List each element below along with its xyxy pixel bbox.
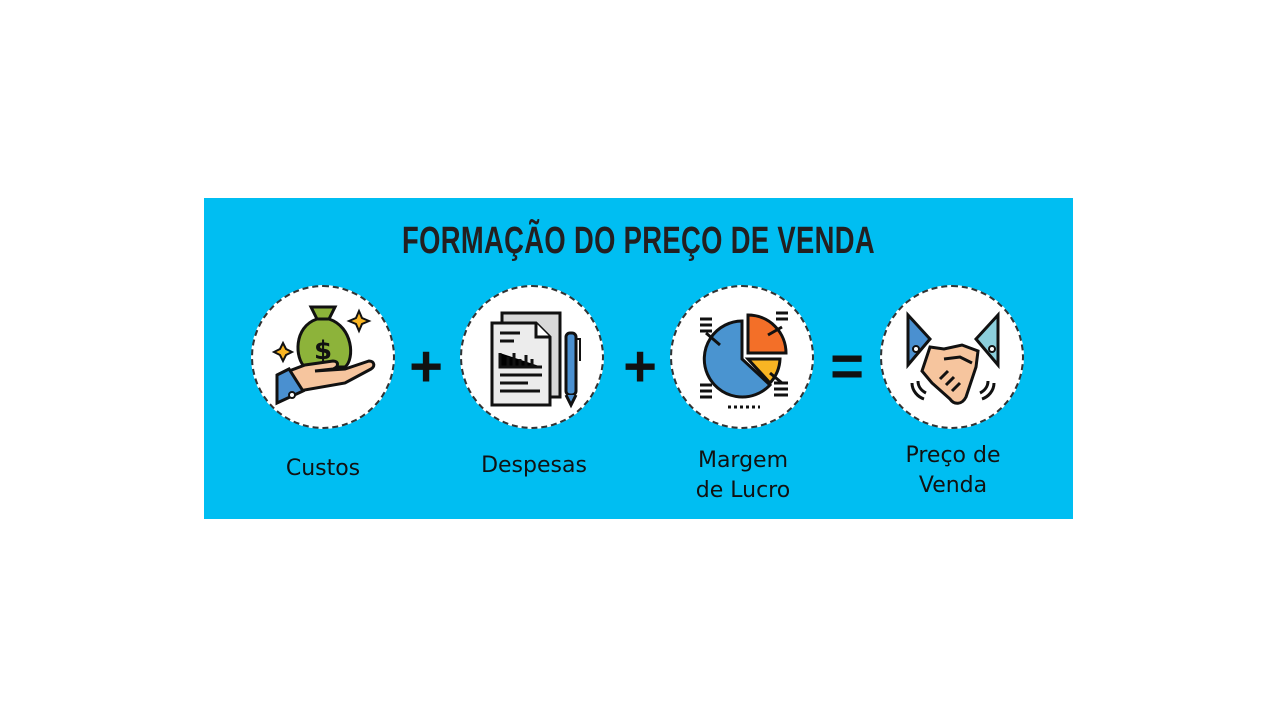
plus-operator: + [409,334,443,399]
profit-margin-circle [670,285,814,429]
expenses-label: Despesas [481,453,587,478]
sale-price-label-line2: Venda [918,473,988,498]
sale-price-label: Preço de Venda [868,441,1038,501]
money-bag-hand-icon: $ [271,305,376,406]
documents-pen-icon [490,311,581,409]
handshake-icon [906,311,1000,405]
costs-circle: $ [251,285,395,429]
plus-operator: + [623,334,657,399]
profit-margin-label-line1: Margem [697,448,789,473]
pie-chart-icon [700,311,788,409]
profit-margin-label-line2: de Lucro [695,478,791,503]
profit-margin-label: Margem de Lucro [658,446,828,506]
costs-label: Custos [285,456,361,481]
page-title: FORMAÇÃO DO PREÇO DE VENDA [402,220,875,262]
sale-price-label-line1: Preço de [905,443,1001,468]
price-formation-panel: FORMAÇÃO DO PREÇO DE VENDA $ + + [204,198,1073,519]
sale-price-circle [880,285,1024,429]
expenses-circle [460,285,604,429]
svg-text:$: $ [314,336,332,366]
equals-operator: = [830,334,864,399]
